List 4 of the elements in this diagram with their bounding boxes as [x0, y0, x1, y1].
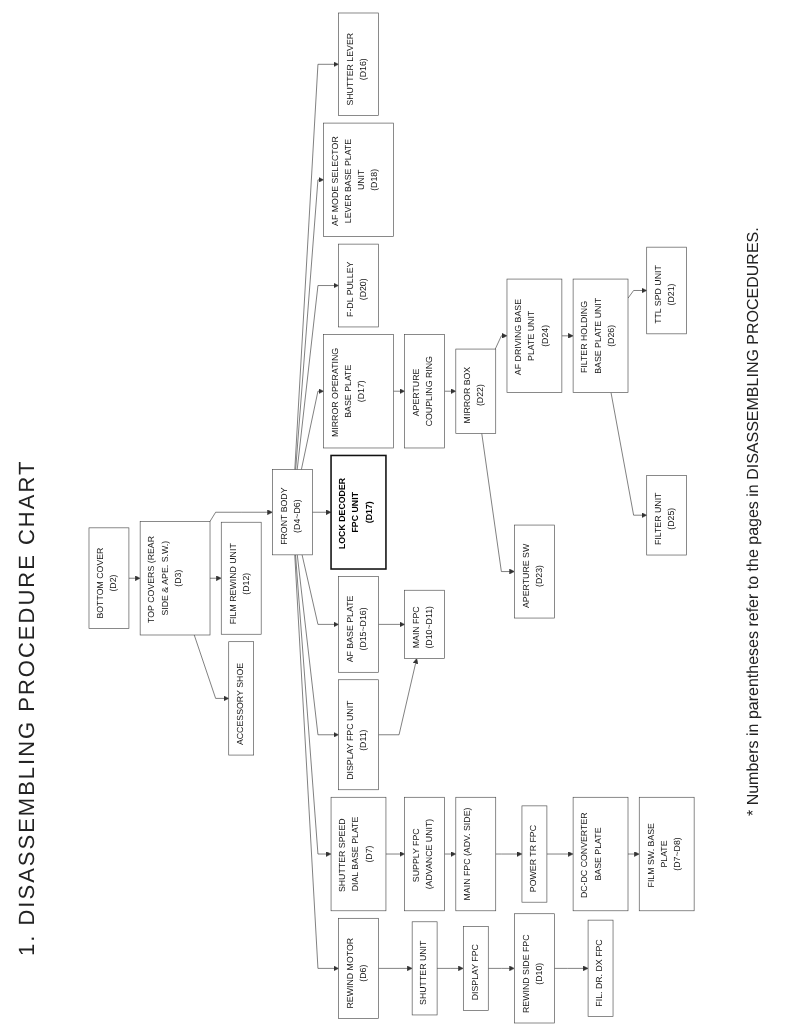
chart-title: 1. DISASSEMBLING PROCEDURE CHART [16, 459, 40, 956]
arrow [562, 333, 574, 339]
footnote: * Numbers in parentheses refer to the pages in DISASSEMBLING PROCEDURES. [744, 225, 764, 816]
arrow [628, 851, 640, 857]
